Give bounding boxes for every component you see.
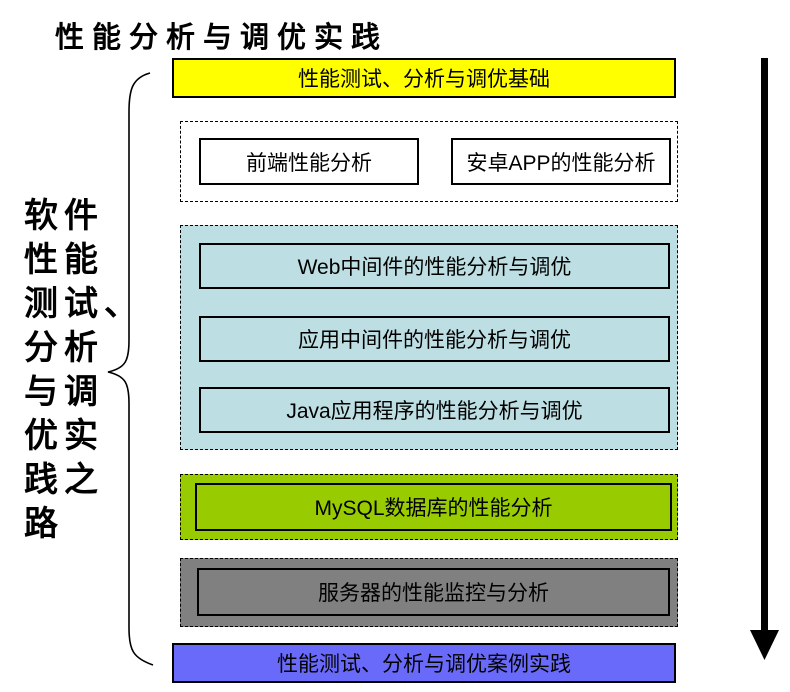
side-path-label-line: 践之 — [24, 460, 104, 500]
stage-web-middleware-label: Web中间件的性能分析与调优 — [297, 256, 572, 279]
side-path-label-line: 与调 — [24, 372, 104, 412]
curly-brace-icon — [107, 72, 154, 666]
stage-server-box: 服务器的性能监控与分析 — [197, 568, 670, 616]
stage-foundation-label: 性能测试、分析与调优基础 — [298, 68, 550, 91]
stage-android-box: 安卓APP的性能分析 — [451, 138, 671, 185]
side-path-label-line: 优实 — [24, 416, 104, 456]
side-path-label-line: 路 — [24, 504, 64, 544]
side-path-label-line: 分析 — [24, 328, 104, 368]
stage-middleware-group: Web中间件的性能分析与调优 应用中间件的性能分析与调优 Java应用程序的性能… — [180, 225, 678, 450]
stage-client-group: 前端性能分析 安卓APP的性能分析 — [180, 121, 678, 202]
stage-android-label: 安卓APP的性能分析 — [466, 151, 656, 175]
stage-java-app-label: Java应用程序的性能分析与调优 — [286, 400, 583, 423]
stage-java-app-box: Java应用程序的性能分析与调优 — [199, 387, 670, 433]
stage-server-label: 服务器的性能监控与分析 — [318, 582, 549, 605]
stage-server-group: 服务器的性能监控与分析 — [180, 558, 678, 627]
stage-mysql-box: MySQL数据库的性能分析 — [195, 483, 672, 531]
stage-web-middleware-box: Web中间件的性能分析与调优 — [199, 243, 670, 289]
side-path-label-line: 软件 — [24, 196, 104, 236]
down-arrow-icon — [750, 58, 779, 660]
stage-mysql-label: MySQL数据库的性能分析 — [314, 497, 553, 520]
stage-practice-label: 性能测试、分析与调优案例实践 — [277, 653, 571, 676]
side-path-label-line: 测试、 — [24, 284, 144, 324]
stage-frontend-box: 前端性能分析 — [199, 138, 419, 185]
stage-frontend-label: 前端性能分析 — [246, 151, 372, 175]
page-title: 性能分析与调优实践 — [55, 20, 389, 54]
stage-practice-box: 性能测试、分析与调优案例实践 — [172, 643, 676, 683]
stage-app-middleware-label: 应用中间件的性能分析与调优 — [298, 329, 571, 352]
stage-app-middleware-box: 应用中间件的性能分析与调优 — [199, 316, 670, 362]
side-path-label: 软件 性能 测试、 分析 与调 优实 践之 路 — [24, 194, 144, 546]
stage-foundation-box: 性能测试、分析与调优基础 — [172, 58, 676, 98]
side-path-label-line: 性能 — [24, 240, 104, 280]
stage-database-group: MySQL数据库的性能分析 — [180, 474, 678, 540]
